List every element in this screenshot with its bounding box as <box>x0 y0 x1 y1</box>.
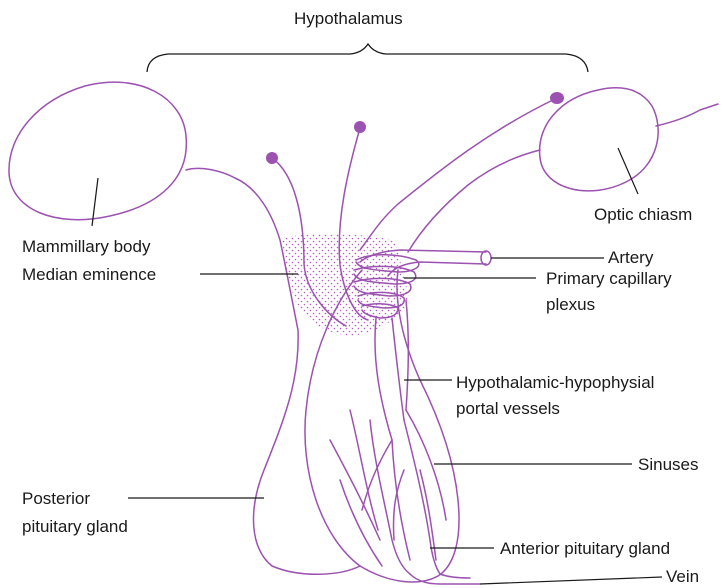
label-artery: Artery <box>608 247 653 268</box>
sinus-9 <box>420 470 436 560</box>
label-primary-capillary-plexus-line1: Primary capillary <box>546 268 672 289</box>
label-hypothalamus: Hypothalamus <box>294 8 403 29</box>
label-vein: Vein <box>666 566 699 587</box>
median-eminence-stipple <box>282 233 410 336</box>
label-anterior-pituitary-gland: Anterior pituitary gland <box>500 538 670 559</box>
mammillary-body-shape <box>9 82 186 220</box>
portal-vessel-3 <box>406 300 408 410</box>
label-posterior-pituitary-line2: pituitary gland <box>22 516 128 537</box>
label-portal-vessels-line1: Hypothalamic-hypophysial <box>456 372 654 393</box>
vein-vessel-2 <box>440 574 470 578</box>
leader-optic-chiasm <box>618 148 638 194</box>
neuron-axon-3 <box>360 98 557 250</box>
label-primary-capillary-plexus-line2: plexus <box>546 294 595 315</box>
label-sinuses: Sinuses <box>638 454 698 475</box>
label-mammillary-body: Mammillary body <box>22 236 150 257</box>
neuron-cell-body-2 <box>354 121 366 133</box>
artery-opening <box>481 251 491 265</box>
neuron-cell-body-3 <box>550 92 564 104</box>
portal-vessel-1 <box>375 318 392 440</box>
label-posterior-pituitary-line1: Posterior <box>22 488 90 509</box>
sinus-5 <box>350 410 378 530</box>
portal-vessel-2 <box>392 318 404 420</box>
sinus-4 <box>330 440 380 540</box>
leader-vein <box>480 577 662 584</box>
label-median-eminence: Median eminence <box>22 264 156 285</box>
sinus-7 <box>362 440 392 510</box>
brain-floor-outline <box>186 168 360 574</box>
label-portal-vessels-line2: portal vessels <box>456 398 560 419</box>
chiasm-to-stalk-outline <box>408 150 540 252</box>
hypothalamus-bracket <box>147 44 588 72</box>
label-optic-chiasm: Optic chiasm <box>594 204 692 225</box>
neuron-cell-body-1 <box>266 152 278 164</box>
optic-nerve <box>656 104 718 126</box>
